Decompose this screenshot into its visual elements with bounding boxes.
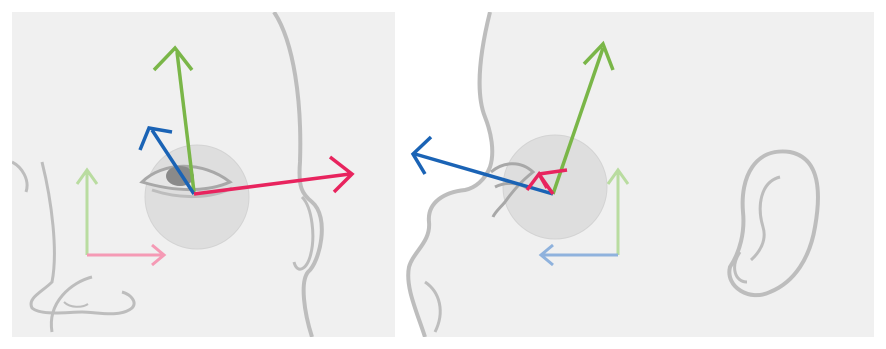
profile-face-illustration [395, 12, 874, 337]
side-view-panel [395, 12, 874, 337]
front-face-illustration [12, 12, 444, 337]
front-view-panel [12, 12, 444, 337]
